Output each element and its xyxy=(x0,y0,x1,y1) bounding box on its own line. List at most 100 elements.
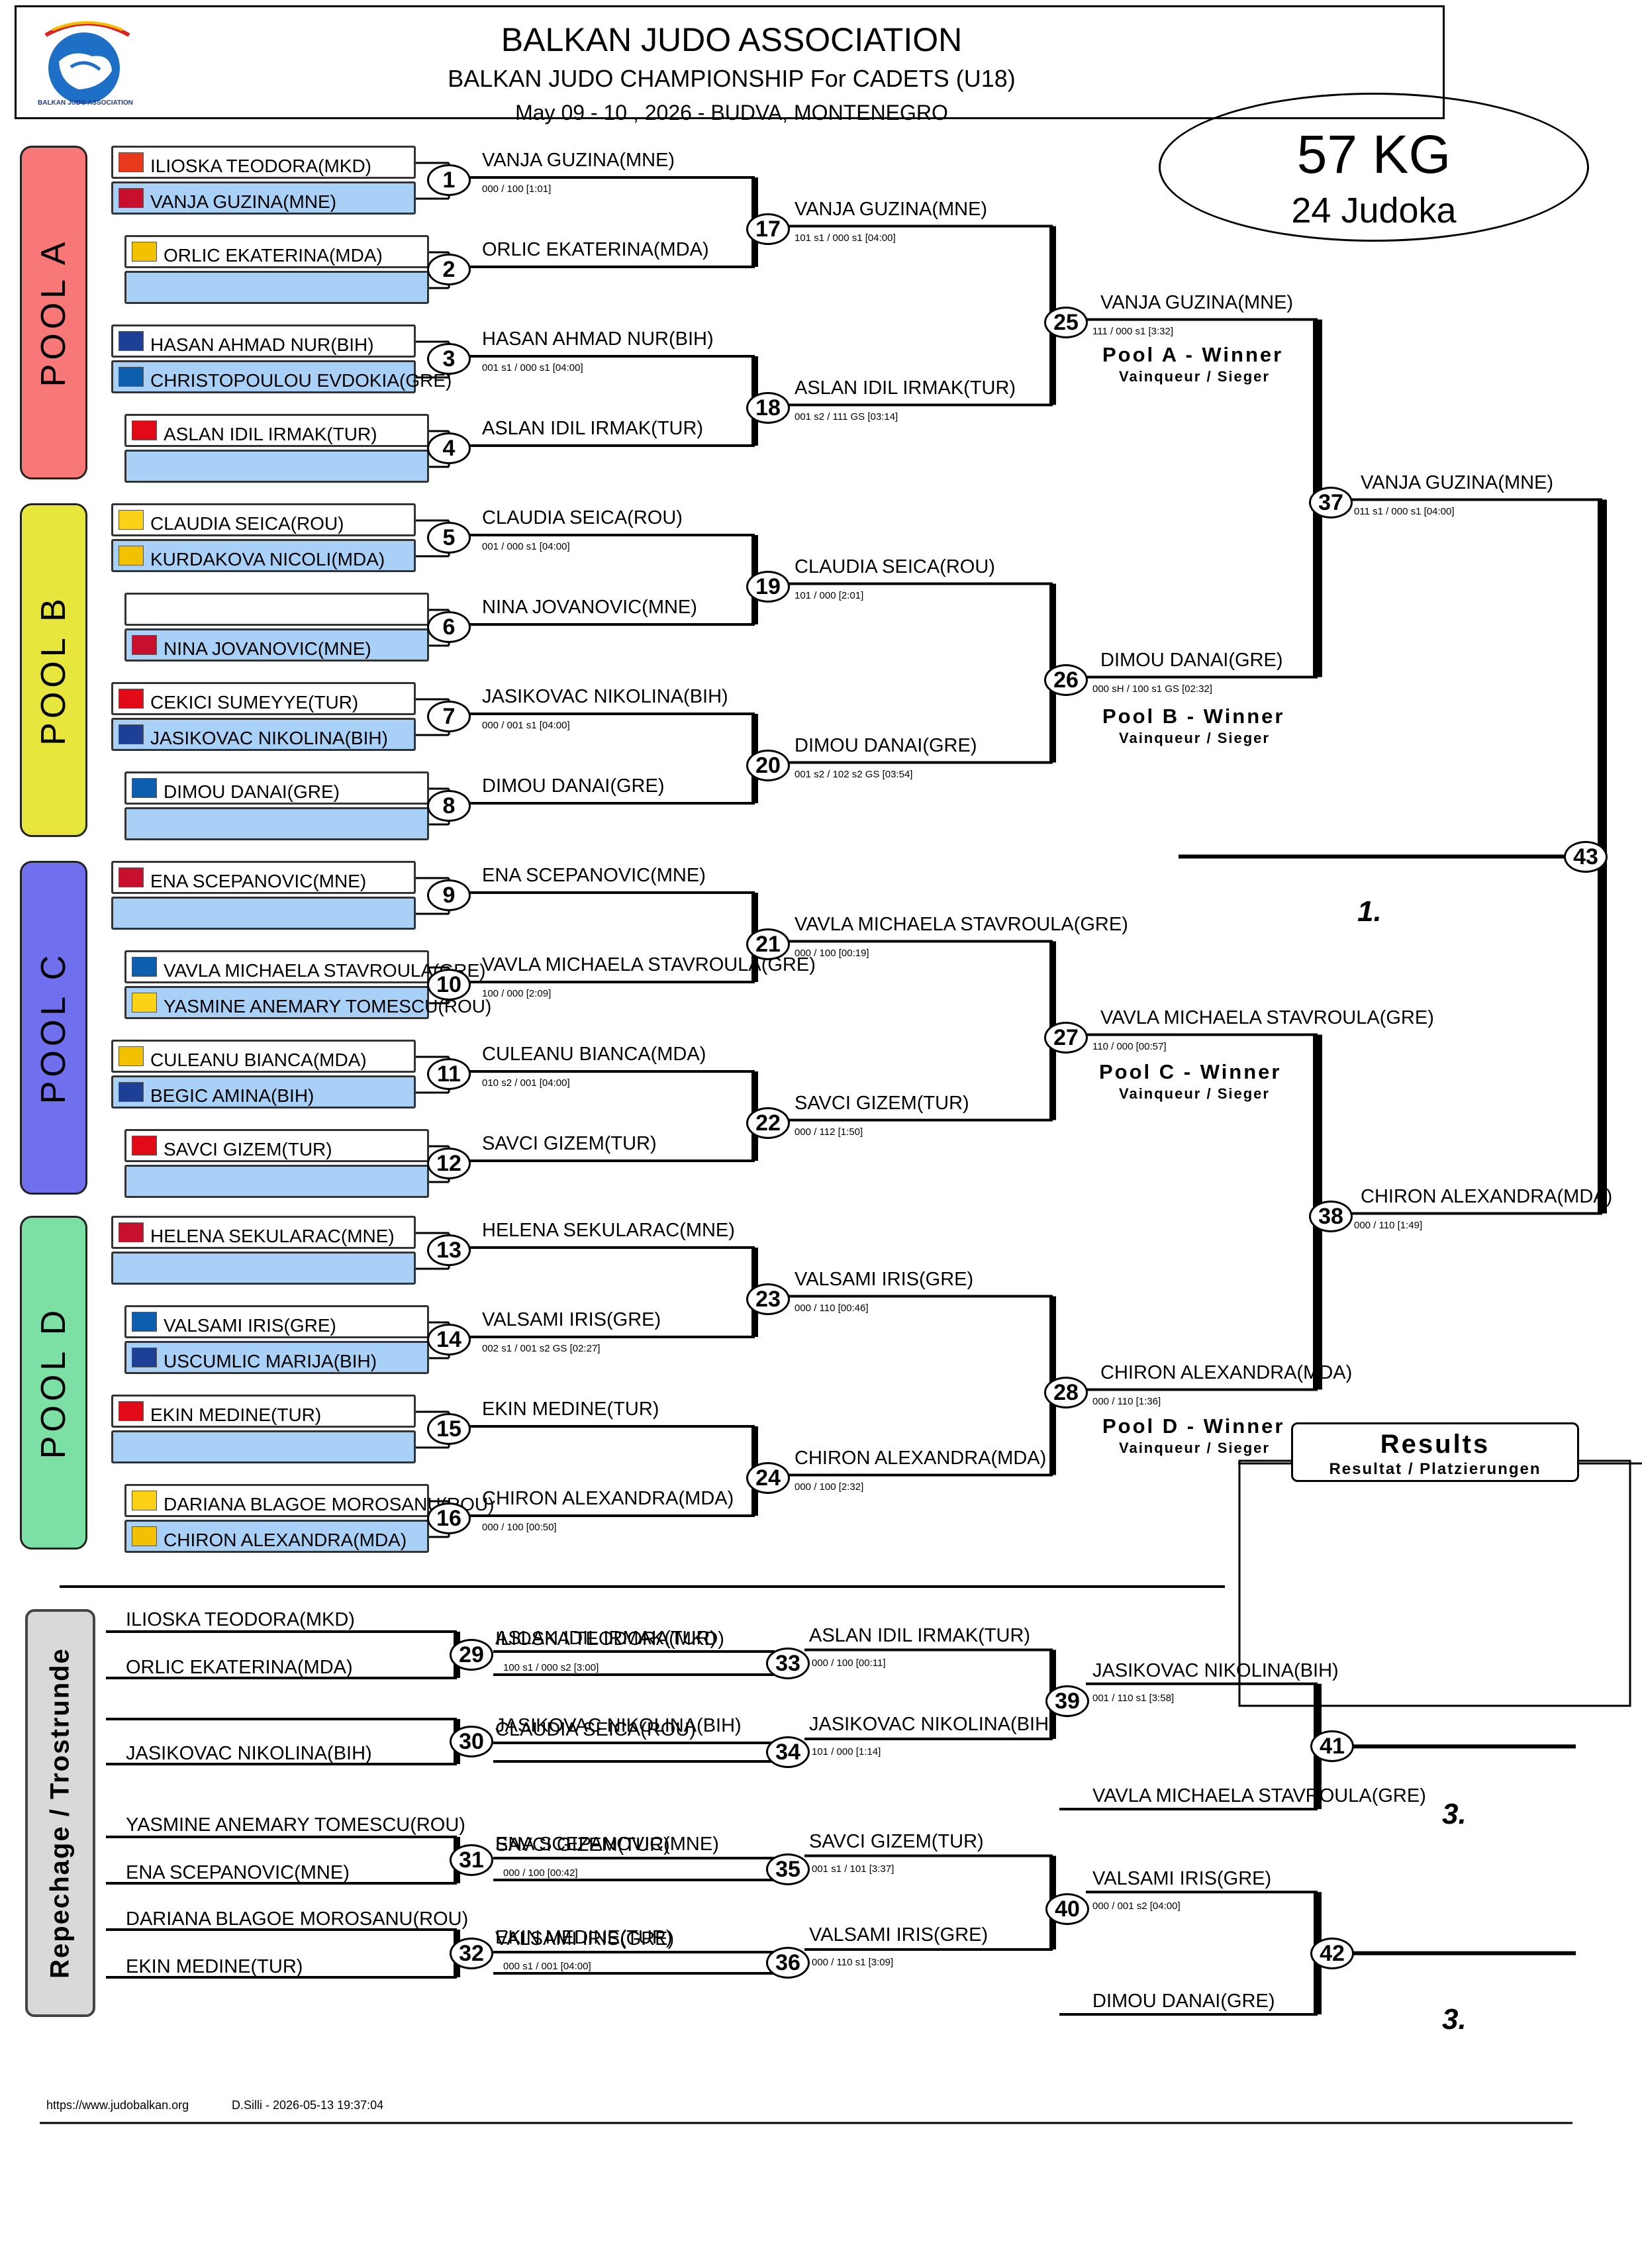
entrant-slot: VANJA GUZINA(MNE) xyxy=(111,181,416,215)
bout-number: 20 xyxy=(746,749,790,781)
country-flag-icon xyxy=(132,635,157,655)
country-flag-icon xyxy=(119,510,144,530)
entrant-slot: CEKICI SUMEYYE(TUR) xyxy=(111,682,416,715)
pool-c-winner-title: Pool C - Winner xyxy=(1099,1060,1282,1083)
bout-number: 42 xyxy=(1310,1937,1354,1969)
bout-winner-name: VALSAMI IRIS(GRE) xyxy=(795,1268,974,1290)
repechage-winner-name: JASIKOVAC NIKOLINA(BIH) xyxy=(495,1715,742,1736)
entrant-name: ENA SCEPANOVIC(MNE) xyxy=(150,871,367,891)
bout-winner-name: ASLAN IDIL IRMAK(TUR) xyxy=(795,377,1016,399)
entrant-name: ORLIC EKATERINA(MDA) xyxy=(164,245,383,266)
bout-number: 15 xyxy=(427,1413,471,1445)
country-flag-icon xyxy=(132,957,157,977)
country-flag-icon xyxy=(132,778,157,798)
repechage-entrant-name: ENA SCEPANOVIC(MNE) xyxy=(126,1862,350,1883)
entrant-slot: BEGIC AMINA(BIH) xyxy=(111,1075,416,1109)
results-title: Results xyxy=(1380,1430,1490,1459)
bout-number: 13 xyxy=(427,1234,471,1266)
country-flag-icon xyxy=(119,1401,144,1421)
bout-number: 37 xyxy=(1309,486,1353,518)
bout-number: 8 xyxy=(427,790,471,822)
bout-winner-name: VANJA GUZINA(MNE) xyxy=(795,198,988,220)
country-flag-icon xyxy=(119,546,144,566)
entrant-slot xyxy=(124,271,429,304)
bout-number: 29 xyxy=(450,1639,493,1671)
bout-score: 000 / 110 [1:36] xyxy=(1092,1395,1161,1407)
entrant-slot: HELENA SEKULARAC(MNE) xyxy=(111,1216,416,1249)
association-logo: BALKAN JUDO ASSOCIATION xyxy=(32,15,142,113)
entrant-name: CHIRON ALEXANDRA(MDA) xyxy=(164,1530,407,1550)
entrant-slot: ORLIC EKATERINA(MDA) xyxy=(124,235,429,268)
repechage-winner-name: ASLAN IDIL IRMAK(TUR) xyxy=(809,1624,1031,1646)
bout-score: 001 s2 / 102 s2 GS [03:54] xyxy=(795,768,913,780)
bout-score: 000 / 100 [2:32] xyxy=(795,1481,864,1493)
footer-site: https://www.judobalkan.org xyxy=(46,2098,189,2112)
bout-number: 3 xyxy=(427,343,471,375)
bout-number: 14 xyxy=(427,1324,471,1356)
bout-winner-name: ENA SCEPANOVIC(MNE) xyxy=(482,865,706,886)
entrant-slot: ENA SCEPANOVIC(MNE) xyxy=(111,861,416,894)
bout-number: 9 xyxy=(427,879,471,911)
bout-number: 16 xyxy=(427,1503,471,1534)
entrant-slot xyxy=(124,1165,429,1198)
pool-d-winner-sub: Vainqueur / Sieger xyxy=(1119,1440,1270,1456)
repechage-winner-name: VALSAMI IRIS(GRE) xyxy=(809,1924,989,1946)
entrant-slot: CLAUDIA SEICA(ROU) xyxy=(111,503,416,536)
repechage-winner-name: EKIN MEDINE(TUR) xyxy=(495,1927,673,1948)
third-place-label-a: 3. xyxy=(1442,1798,1467,1830)
entrant-slot xyxy=(111,897,416,930)
bout-score: 000 / 001 s1 [04:00] xyxy=(482,720,570,731)
country-flag-icon xyxy=(119,331,144,351)
bout-winner-name: VANJA GUZINA(MNE) xyxy=(482,150,675,171)
bout-winner-name: VALSAMI IRIS(GRE) xyxy=(482,1309,661,1330)
pool-c-label: POOL C xyxy=(34,951,73,1105)
results-subtitle: Resultat / Platzierungen xyxy=(1329,1460,1541,1478)
entrant-slot: USCUMLIC MARIJA(BIH) xyxy=(124,1341,429,1374)
bout-winner-name: CHIRON ALEXANDRA(MDA) xyxy=(482,1488,734,1509)
bout-winner-name: DIMOU DANAI(GRE) xyxy=(1100,649,1283,671)
country-flag-icon xyxy=(132,1136,157,1156)
country-flag-icon xyxy=(119,1082,144,1102)
bout-winner-name: CHIRON ALEXANDRA(MDA) xyxy=(1100,1361,1353,1383)
bout-winner-name: DIMOU DANAI(GRE) xyxy=(795,734,977,756)
bout-number: 19 xyxy=(746,570,790,603)
bout-winner-name: SAVCI GIZEM(TUR) xyxy=(482,1133,657,1154)
third-place-label-b: 3. xyxy=(1442,2003,1467,2036)
date-place: May 09 - 10 , 2026 - BUDVA, MONTENEGRO xyxy=(515,101,948,124)
bout-number: 35 xyxy=(766,1853,810,1885)
bout-number: 26 xyxy=(1044,664,1088,696)
repechage-winner-name: SAVCI GIZEM(TUR) xyxy=(809,1830,984,1852)
bout-number: 10 xyxy=(427,969,471,1001)
entrant-slot: ILIOSKA TEODORA(MKD) xyxy=(111,146,416,179)
pool-a-banner: POOL A xyxy=(20,146,87,479)
pool-a-winner-title: Pool A - Winner xyxy=(1102,343,1284,366)
repechage-winner-name: JASIKOVAC NIKOLINA(BIH) xyxy=(809,1714,1055,1735)
bout-score: 111 / 000 s1 [3:32] xyxy=(1092,325,1174,337)
bout-number: 24 xyxy=(746,1461,790,1494)
bout-number: 18 xyxy=(746,391,790,424)
first-place-label: 1. xyxy=(1357,895,1382,928)
bout-number: 1 xyxy=(427,164,471,196)
repechage-drop-name: DIMOU DANAI(GRE) xyxy=(1092,1991,1275,2012)
entrant-name: CHRISTOPOULOU EVDOKIA(GRE) xyxy=(150,370,452,391)
bout-number: 17 xyxy=(746,213,790,245)
bout-winner-name: SAVCI GIZEM(TUR) xyxy=(795,1092,969,1114)
weight-label: 57 KG xyxy=(1296,124,1451,185)
repechage-winner-name: ILIOSKA TEODORA(MKD) xyxy=(495,1628,724,1650)
bout-winner-name: CULEANU BIANCA(MDA) xyxy=(482,1044,706,1065)
results-header: Results Resultat / Platzierungen xyxy=(1291,1422,1579,1482)
repechage-score: 000 s1 / 001 [04:00] xyxy=(503,1961,591,1972)
entrant-name: HELENA SEKULARAC(MNE) xyxy=(150,1226,395,1246)
country-flag-icon xyxy=(119,188,144,208)
championship-title: BALKAN JUDO CHAMPIONSHIP For CADETS (U18… xyxy=(448,65,1016,92)
bout-number: 31 xyxy=(450,1844,493,1876)
bout-score: 000 / 110 [1:49] xyxy=(1354,1219,1423,1231)
country-flag-icon xyxy=(119,1222,144,1242)
bout-number: 36 xyxy=(766,1947,810,1979)
bout-number: 43 xyxy=(1564,840,1608,873)
country-flag-icon xyxy=(119,689,144,709)
bout-number: 28 xyxy=(1044,1376,1088,1408)
entrant-name: VALSAMI IRIS(GRE) xyxy=(164,1315,336,1336)
bout-number: 6 xyxy=(427,611,471,643)
repechage-winner-name: JASIKOVAC NIKOLINA(BIH) xyxy=(1092,1659,1339,1681)
